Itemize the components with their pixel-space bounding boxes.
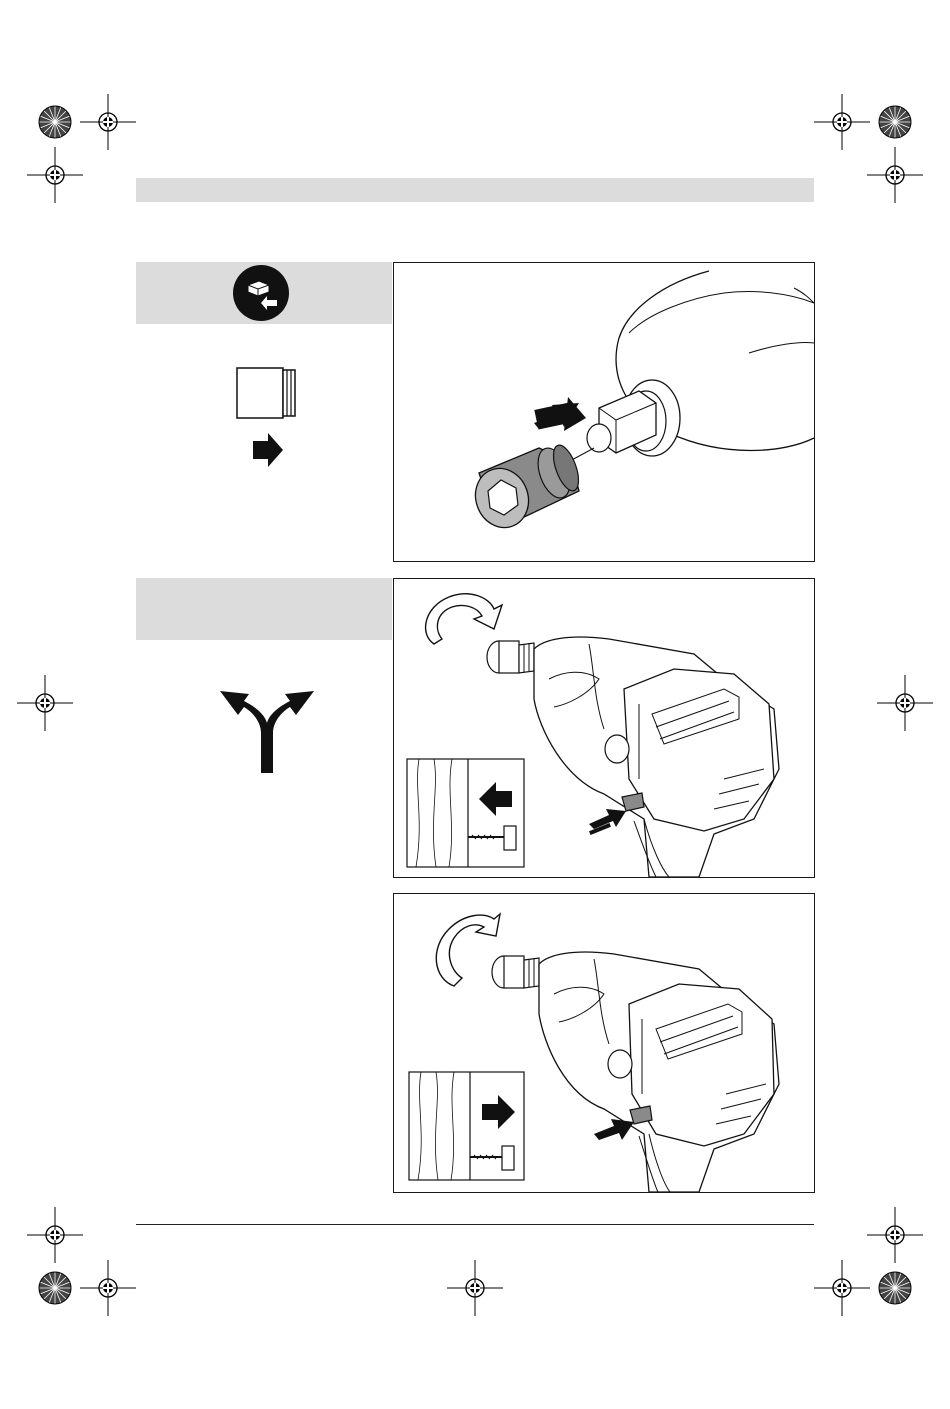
- registration-mark-icon: [17, 675, 73, 731]
- rotate-cw-icon: [436, 914, 500, 986]
- header-band: [136, 178, 814, 202]
- socket-icon: [237, 368, 295, 418]
- arrow-right-icon: [253, 433, 283, 467]
- color-target-icon: [879, 106, 911, 138]
- registration-mark-icon: [867, 147, 923, 203]
- figure-socket-onto-anvil: [393, 262, 815, 562]
- section-band-tool-change: [136, 262, 392, 324]
- forward-rotation-figure: [394, 894, 814, 1192]
- registration-mark-icon: [27, 147, 83, 203]
- registration-mark-icon: [80, 1260, 136, 1316]
- section-band-rotation: [136, 578, 392, 640]
- fork-arrow-icon: [218, 685, 318, 777]
- registration-mark-icon: [867, 1207, 923, 1263]
- color-target-icon: [39, 1272, 71, 1304]
- registration-mark-icon: [814, 94, 870, 150]
- footer-rule: [136, 1224, 814, 1225]
- color-target-icon: [879, 1272, 911, 1304]
- figure-reverse-rotation: [393, 578, 815, 878]
- registration-mark-icon: [877, 675, 933, 731]
- socket-onto-anvil-figure: [394, 263, 814, 561]
- rotate-ccw-icon: [426, 594, 502, 644]
- tool-change-icon: [136, 262, 392, 324]
- color-target-icon: [39, 106, 71, 138]
- reverse-rotation-figure: [394, 579, 814, 877]
- figure-forward-rotation: [393, 893, 815, 1193]
- registration-mark-icon: [447, 1260, 503, 1316]
- registration-mark-icon: [80, 94, 136, 150]
- side-icons-section1: [225, 362, 305, 472]
- registration-mark-icon: [27, 1207, 83, 1263]
- registration-mark-icon: [814, 1260, 870, 1316]
